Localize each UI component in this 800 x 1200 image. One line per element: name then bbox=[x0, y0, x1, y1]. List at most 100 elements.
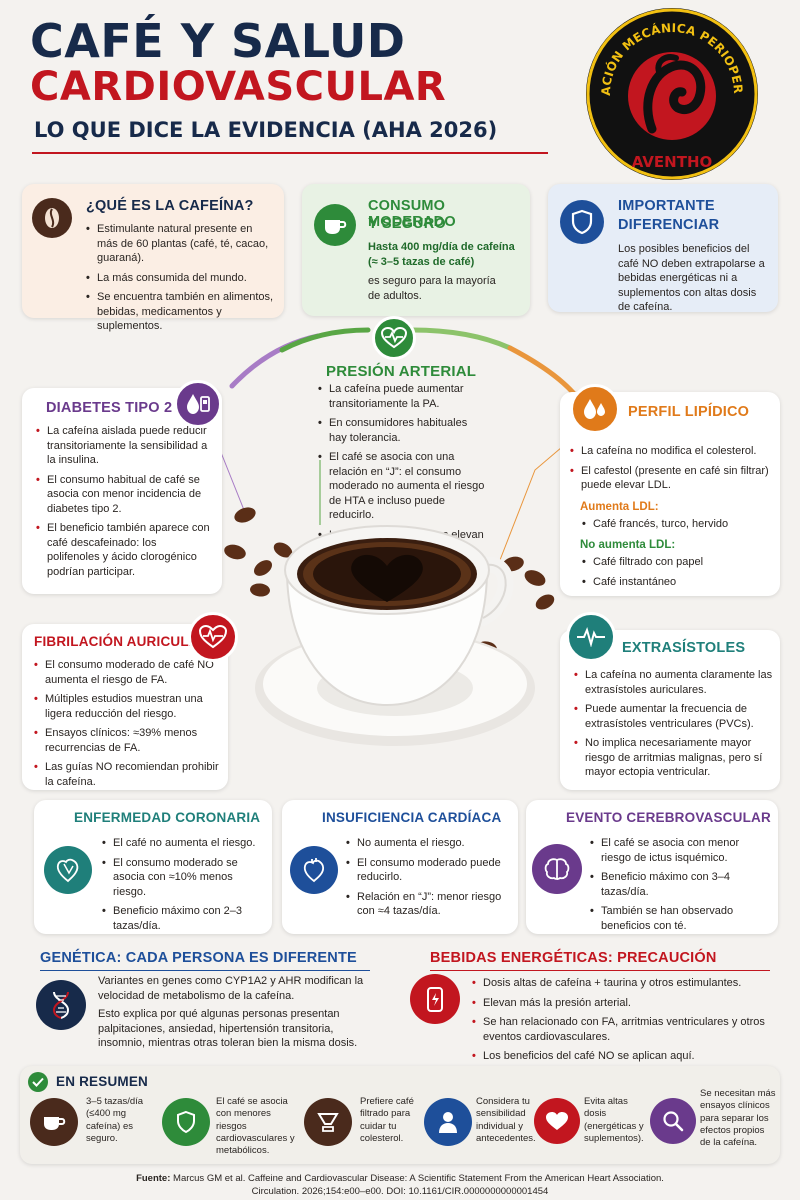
bullet: Los beneficios del café NO se aplican aq… bbox=[472, 1049, 772, 1064]
heart-icon bbox=[534, 1098, 580, 1144]
bullet: No implica necesariamente mayor riesgo d… bbox=[574, 736, 774, 780]
energy-drink-icon bbox=[410, 974, 460, 1024]
bullet: Se encuentra también en alimentos, bebid… bbox=[86, 290, 276, 334]
genetica-title: GENÉTICA: CADA PERSONA ES DIFERENTE bbox=[40, 950, 357, 966]
bullet: El café se asocia con una relación en “J… bbox=[318, 450, 486, 523]
consumo-dose: Hasta 400 mg/día de cafeína bbox=[368, 241, 515, 253]
card-consumo: CONSUMO MODERADO Y SEGURO Hasta 400 mg/d… bbox=[302, 184, 530, 316]
source-line-1: Marcus GM et al. Caffeine and Cardiovasc… bbox=[173, 1173, 664, 1184]
bullet: El beneficio también aparece con café de… bbox=[36, 521, 212, 579]
coffee-cup-icon bbox=[30, 1098, 78, 1146]
energeticas-title: BEBIDAS ENERGÉTICAS: PRECAUCIÓN bbox=[430, 950, 717, 966]
bullet: Ensayos clínicos: ≈39% menos recurrencia… bbox=[34, 726, 222, 755]
card-importante: IMPORTANTE DIFERENCIAR Los posibles bene… bbox=[548, 184, 778, 314]
shield-check-icon bbox=[162, 1098, 210, 1146]
heart-ecg-icon bbox=[188, 612, 238, 662]
card-title: FIBRILACIÓN AURICULAR bbox=[34, 634, 209, 649]
card-title: PERFIL LIPÍDICO bbox=[628, 404, 750, 420]
coronary-heart-icon bbox=[44, 846, 92, 894]
card-title-2: Y SEGURO bbox=[368, 216, 446, 232]
bullet: El consumo moderado se asocia con ≈10% m… bbox=[102, 856, 266, 900]
bullet: Café filtrado con papel bbox=[582, 555, 772, 570]
bullet: Múltiples estudios muestran una ligera r… bbox=[34, 692, 222, 721]
bullet: La cafeína aislada puede reducir transit… bbox=[36, 424, 212, 468]
resumen-title: EN RESUMEN bbox=[56, 1074, 149, 1089]
title-divider bbox=[32, 152, 548, 154]
heart-pulse-icon bbox=[372, 316, 416, 360]
card-cafeina: ¿QUÉ ES LA CAFEÍNA? Estimulante natural … bbox=[22, 184, 284, 332]
energeticas-underline bbox=[430, 970, 770, 971]
check-icon bbox=[28, 1072, 48, 1092]
source-citation: Fuente: Marcus GM et al. Caffeine and Ca… bbox=[0, 1172, 800, 1199]
bullet: La cafeína no modifica el colesterol. bbox=[570, 444, 774, 459]
bullet: El café no aumenta el riesgo. bbox=[102, 836, 266, 851]
resumen-item-2: El café se asocia con menores riesgos ca… bbox=[216, 1096, 295, 1157]
bullet: Elevan más la presión arterial. bbox=[472, 996, 772, 1011]
consumo-text-1: es seguro para la mayoría bbox=[368, 275, 496, 287]
bullet: Beneficio máximo con 3–4 tazas/día. bbox=[590, 870, 770, 899]
bullet: Las guías NO recomiendan prohibir la caf… bbox=[34, 760, 222, 789]
brain-icon bbox=[532, 844, 582, 894]
card-title: EXTRASÍSTOLES bbox=[622, 640, 746, 656]
card-insuficiencia: INSUFICIENCIA CARDÍACA No aumenta el rie… bbox=[282, 800, 518, 934]
glucose-drop-icon bbox=[174, 380, 222, 428]
resumen-item-5: Evita altas dosis (energéticas y supleme… bbox=[584, 1096, 644, 1145]
person-icon bbox=[424, 1098, 472, 1146]
coffee-cup-illustration bbox=[224, 507, 555, 746]
card-title: EVENTO CEREBROVASCULAR bbox=[566, 810, 771, 825]
coffee-filter-icon bbox=[304, 1098, 352, 1146]
bullet: Puede aumentar la frecuencia de extrasís… bbox=[574, 702, 774, 731]
bullet: También se han observado beneficios con … bbox=[590, 904, 770, 933]
card-title: ENFERMEDAD CORONARIA bbox=[74, 810, 261, 825]
consumo-text-2: de adultos. bbox=[368, 290, 422, 302]
bullet: Estimulante natural presente en más de 6… bbox=[86, 222, 276, 266]
lipidico-sub-aumenta: Aumenta LDL: bbox=[580, 501, 659, 513]
resumen-item-6: Se necesitan más ensayos clínicos para s… bbox=[700, 1088, 776, 1149]
svg-text:AVENTHO: AVENTHO bbox=[632, 153, 713, 171]
card-title: ¿QUÉ ES LA CAFEÍNA? bbox=[86, 198, 254, 214]
bullet: El café se asocia con menor riesgo de ic… bbox=[590, 836, 770, 865]
bullet: Relación en “J”: menor riesgo con ≈4 taz… bbox=[346, 890, 512, 919]
genetica-p1: Variantes en genes como CYP1A2 y AHR mod… bbox=[98, 975, 364, 1002]
title-line-2: CARDIOVASCULAR bbox=[30, 64, 447, 110]
bullet: La cafeína puede aumentar transitoriamen… bbox=[318, 382, 486, 411]
bullet: Café francés, turco, hervido bbox=[582, 517, 772, 532]
bullet: El consumo moderado puede reducirlo. bbox=[346, 856, 512, 885]
card-title: INSUFICIENCIA CARDÍACA bbox=[322, 810, 502, 825]
magnifier-icon bbox=[650, 1098, 696, 1144]
card-cerebro: EVENTO CEREBROVASCULAR El café se asocia… bbox=[526, 800, 778, 934]
card-title: DIABETES TIPO 2 bbox=[46, 400, 173, 416]
bullet: El consumo habitual de café se asocia co… bbox=[36, 473, 212, 517]
bullet: Se han relacionado con FA, arritmias ven… bbox=[472, 1015, 772, 1044]
bullet: La más consumida del mundo. bbox=[86, 271, 276, 286]
coffee-cup-icon bbox=[314, 204, 356, 246]
presion-title: PRESIÓN ARTERIAL bbox=[326, 363, 477, 380]
bullet: El cafestol (presente en café sin filtra… bbox=[570, 464, 774, 493]
importante-text: Los posibles beneficios del café NO debe… bbox=[618, 243, 765, 314]
coffee-bean-icon bbox=[32, 198, 72, 238]
aventho-logo: VENTILACIÓN MECÁNICA PERIOPERATORIA AVEN… bbox=[577, 0, 762, 184]
lipid-drops-icon bbox=[570, 384, 620, 434]
title-line-1: CAFÉ Y SALUD bbox=[30, 14, 406, 68]
resumen-item-4: Considera tu sensibilidad individual y a… bbox=[476, 1096, 536, 1145]
bullet: Beneficio máximo con 2–3 tazas/día. bbox=[102, 904, 266, 933]
resumen-item-3: Prefiere café filtrado para cuidar tu co… bbox=[360, 1096, 414, 1145]
bullet: El consumo moderado de café NO aumenta e… bbox=[34, 658, 222, 687]
dna-icon bbox=[36, 980, 86, 1030]
source-label: Fuente: bbox=[136, 1173, 171, 1184]
bullet: En consumidores habituales hay toleranci… bbox=[318, 416, 486, 445]
genetica-underline bbox=[40, 970, 370, 971]
resumen-item-1: 3–5 tazas/día (≤400 mg cafeína) es segur… bbox=[86, 1096, 144, 1145]
subtitle: LO QUE DICE LA EVIDENCIA (AHA 2026) bbox=[34, 118, 498, 142]
heart-organ-icon bbox=[290, 846, 338, 894]
card-title-1: CONSUMO MODERADO bbox=[368, 198, 456, 230]
source-line-2: Circulation. 2026;154:e00–e00. DOI: 10.1… bbox=[251, 1186, 549, 1198]
bullet: La cafeína no aumenta claramente las ext… bbox=[574, 668, 774, 697]
shield-icon bbox=[560, 200, 604, 244]
ecg-wave-icon bbox=[566, 612, 616, 662]
card-title-2: DIFERENCIAR bbox=[618, 217, 720, 233]
genetica-p2: Esto explica por qué algunas personas pr… bbox=[98, 1008, 358, 1050]
bullet: No aumenta el riesgo. bbox=[346, 836, 512, 851]
bullet: Café instantáneo bbox=[582, 575, 772, 590]
